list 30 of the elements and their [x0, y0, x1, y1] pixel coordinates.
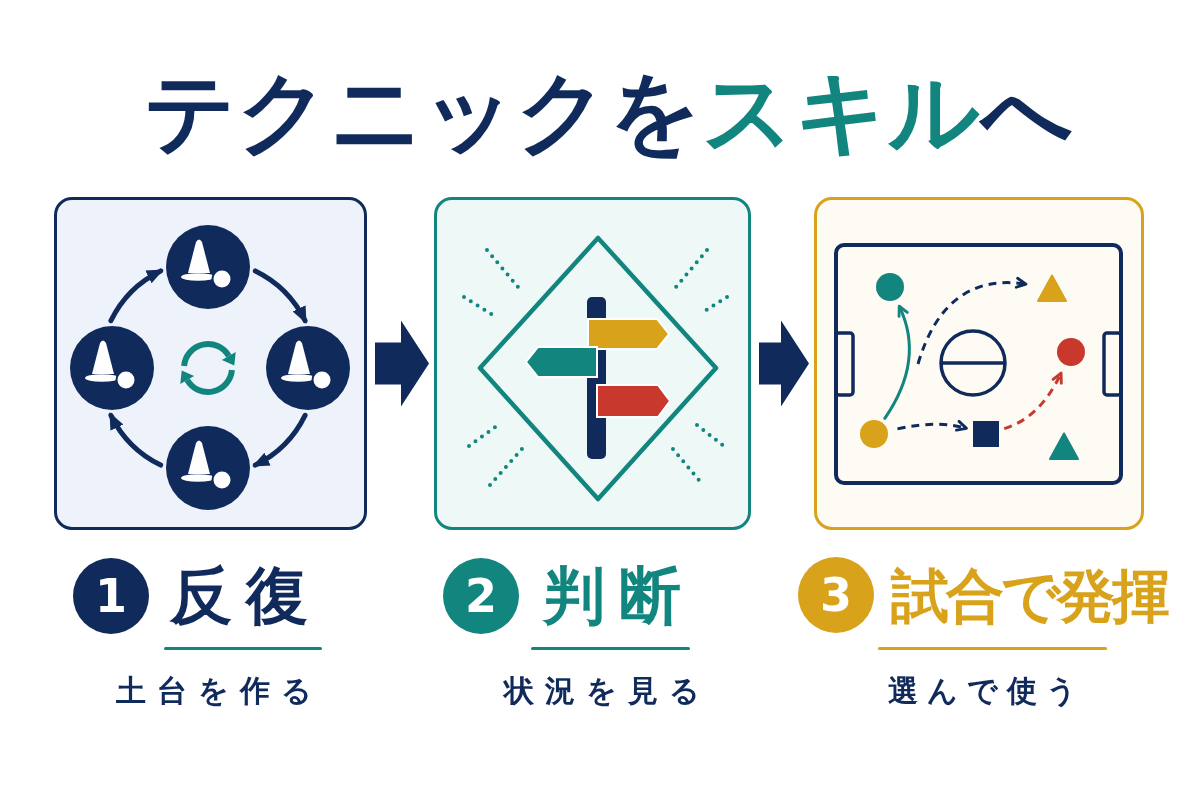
dashed-arrow: [916, 277, 1028, 365]
arrow: [108, 268, 164, 324]
arrow: [883, 304, 911, 420]
arrow: [252, 268, 308, 324]
player-marker: [1037, 274, 1067, 302]
player-marker: [860, 420, 888, 448]
dashed-arrow: [897, 420, 968, 432]
player-marker: [1049, 432, 1079, 460]
cone-icon: [70, 326, 154, 410]
block-arrow: [759, 320, 809, 407]
number-badge: 2: [443, 558, 519, 634]
step-heading: 判断: [543, 565, 695, 627]
step-caption: 土台を作る: [115, 674, 323, 708]
step-caption: 選んで使う: [888, 674, 1086, 708]
number-badge: 1: [73, 558, 149, 634]
cone-icon: [166, 225, 250, 309]
number-badge: 3: [798, 557, 874, 633]
cone-icon: [266, 326, 350, 410]
player-marker: [876, 273, 904, 301]
player-marker: [973, 421, 999, 447]
arrow: [252, 412, 308, 468]
step-heading: 反復: [170, 565, 322, 627]
step-caption: 状況を見る: [503, 674, 711, 708]
step-heading: 試合で発揮: [891, 567, 1167, 625]
player-marker: [1057, 338, 1085, 366]
cone-icon: [166, 426, 250, 510]
arrow: [108, 412, 164, 468]
block-arrow: [375, 320, 429, 407]
dashed-arrow: [1003, 371, 1063, 430]
title: テクニックをスキルへ: [144, 65, 1074, 160]
